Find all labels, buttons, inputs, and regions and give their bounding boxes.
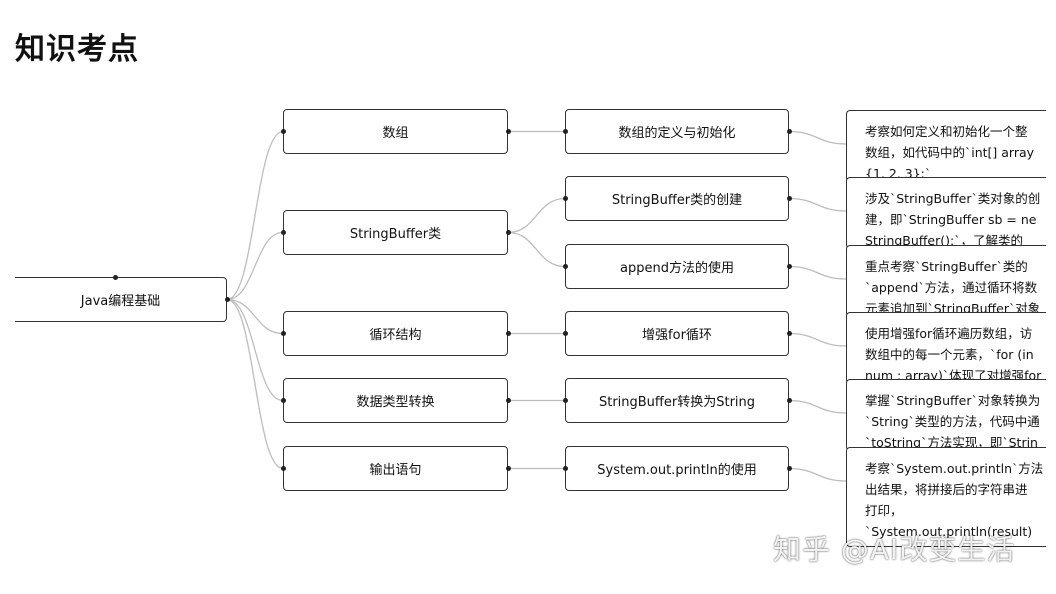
detail-line: 打印， — [865, 503, 903, 518]
root-right-dot — [224, 297, 230, 302]
child-node[interactable]: 增强for循环 — [565, 311, 789, 356]
edge-child-detail — [788, 467, 847, 482]
branch-left-dot — [280, 331, 286, 336]
detail-line: `append`方法，通过循环将数 — [865, 280, 1038, 295]
child-left-dot — [562, 129, 568, 134]
child-left-dot — [562, 466, 568, 471]
child-node-label: System.out.println的使用 — [597, 463, 757, 478]
branch-node[interactable]: 输出语句 — [283, 446, 508, 491]
branch-node[interactable]: 循环结构 — [283, 311, 508, 356]
detail-line: 数组中的每一个元素，`for (in — [865, 347, 1034, 362]
edge-root-branch — [226, 298, 284, 470]
branch-left-dot — [280, 230, 286, 235]
child-node[interactable]: StringBuffer转换为String — [565, 378, 789, 423]
branch-right-dot — [505, 230, 511, 235]
child-right-dot — [786, 196, 792, 201]
detail-line: 考察如何定义和初始化一个整 — [865, 124, 1028, 139]
branch-left-dot — [280, 398, 286, 403]
branch-right-dot — [505, 129, 511, 134]
branch-right-dot — [505, 466, 511, 471]
detail-line: `System.out.println(result) — [865, 524, 1033, 539]
child-right-dot — [786, 264, 792, 269]
branch-left-dot — [280, 129, 286, 134]
branch-right-dot — [505, 398, 511, 403]
detail-node[interactable]: 掌握`StringBuffer`对象转换为 `String`类型的方法，代码中通 `… — [846, 379, 1046, 451]
child-node-label: StringBuffer类的创建 — [611, 193, 743, 208]
child-node[interactable]: append方法的使用 — [565, 244, 789, 289]
detail-line: 出结果，将拼接后的字符串进 — [865, 482, 1028, 497]
child-right-dot — [786, 398, 792, 403]
child-node[interactable]: System.out.println的使用 — [565, 446, 789, 491]
child-node[interactable]: 数组的定义与初始化 — [565, 109, 789, 154]
branch-node[interactable]: 数组 — [283, 109, 508, 154]
child-right-dot — [786, 466, 792, 471]
edge-child-detail — [788, 265, 847, 280]
child-left-dot — [562, 264, 568, 269]
branch-node-label: 输出语句 — [369, 463, 422, 478]
branch-node-label: 循环结构 — [369, 328, 422, 343]
branch-left-dot — [280, 466, 286, 471]
detail-line: 考察`System.out.println`方法 — [865, 461, 1044, 476]
edge-root-branch — [226, 130, 284, 301]
edge-child-detail — [788, 130, 847, 145]
edge-root-branch — [226, 298, 284, 402]
detail-line: 涉及`StringBuffer`类对象的创 — [865, 191, 1041, 206]
child-right-dot — [786, 331, 792, 336]
child-left-dot — [562, 196, 568, 201]
watermark: 知乎 @AI改变生活 — [773, 533, 1016, 566]
edge-branch-child — [507, 231, 566, 268]
detail-line: StringBuffer();`，了解类的 — [865, 233, 1023, 248]
child-node-label: StringBuffer转换为String — [598, 395, 756, 410]
edge-root-branch — [226, 298, 284, 335]
root-node[interactable]: Java编程基础 — [15, 277, 227, 322]
child-node-label: 数组的定义与初始化 — [618, 126, 736, 141]
branch-node[interactable]: StringBuffer类 — [283, 210, 508, 255]
edge-child-detail — [788, 399, 847, 414]
branch-node-label: 数据类型转换 — [356, 395, 435, 410]
edge-root-branch — [226, 231, 284, 301]
detail-node[interactable]: 重点考察`StringBuffer`类的`append`方法，通过循环将数元素追… — [846, 245, 1046, 317]
branch-node-label: 数组 — [382, 126, 409, 141]
child-left-dot — [562, 398, 568, 403]
detail-line: 使用增强for循环遍历数组，访 — [865, 326, 1033, 341]
detail-line: 重点考察`StringBuffer`类的 — [865, 259, 1028, 274]
detail-line: `String`类型的方法，代码中通 — [865, 414, 1040, 429]
edge-child-detail — [788, 332, 847, 347]
child-node-label: 增强for循环 — [642, 328, 712, 343]
branch-node-label: StringBuffer类 — [349, 227, 442, 242]
detail-line: `toString`方法实现，即`Strin — [865, 435, 1038, 450]
root-node-label: Java编程基础 — [80, 294, 161, 309]
detail-node[interactable]: 考察`System.out.println`方法出结果，将拼接后的字符串进打印，… — [846, 447, 1046, 547]
edge-branch-child — [507, 197, 566, 234]
edge-child-detail — [788, 197, 847, 212]
branch-node[interactable]: 数据类型转换 — [283, 378, 508, 423]
page-title: 知识考点 — [15, 32, 139, 67]
child-node-label: append方法的使用 — [620, 261, 734, 276]
detail-node[interactable]: 涉及`StringBuffer`类对象的创建，即`StringBuffer sb… — [846, 177, 1046, 249]
detail-node[interactable]: 考察如何定义和初始化一个整数组，如代码中的`int[] array{1, 2, … — [846, 110, 1046, 182]
child-right-dot — [786, 129, 792, 134]
branch-right-dot — [505, 331, 511, 336]
detail-line: 数组，如代码中的`int[] array — [865, 145, 1035, 160]
detail-line: 建，即`StringBuffer sb = ne — [865, 212, 1037, 227]
detail-line: 掌握`StringBuffer`对象转换为 — [865, 393, 1041, 408]
root-top-dot — [112, 274, 118, 280]
child-left-dot — [562, 331, 568, 336]
child-node[interactable]: StringBuffer类的创建 — [565, 176, 789, 221]
